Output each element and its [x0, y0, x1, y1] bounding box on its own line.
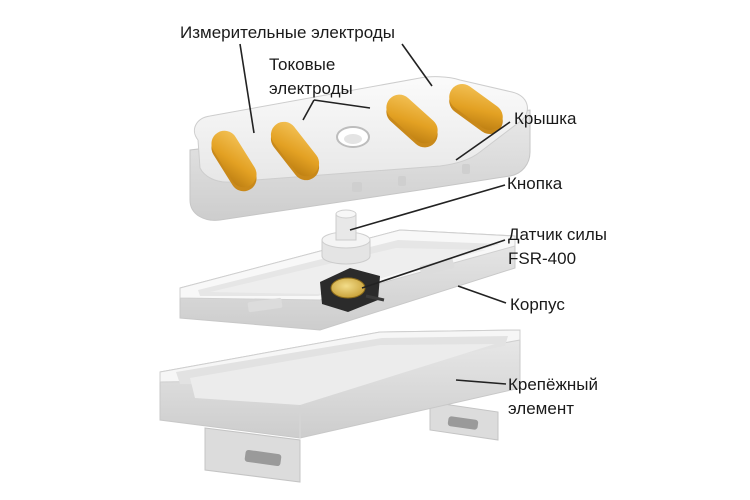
- measuring-electrode-right: [449, 84, 503, 134]
- label-measuring-electrodes: Измерительные электроды: [180, 23, 395, 42]
- current-electrode-left: [270, 121, 320, 181]
- leader-sensor: [361, 239, 506, 289]
- label-current-electrodes-line1: Токовые: [269, 55, 336, 74]
- label-force-sensor-line1: Датчик силы: [508, 225, 608, 244]
- label-cover: Крышка: [514, 109, 577, 128]
- leader-housing: [457, 285, 507, 304]
- leader-current-left: [302, 99, 315, 121]
- label-current-electrodes-line2: электроды: [269, 79, 353, 98]
- electrodes: [211, 84, 503, 192]
- label-mount-line1: Крепёжный: [508, 375, 598, 394]
- leader-cover: [455, 121, 511, 161]
- leader-mount: [455, 379, 507, 385]
- label-housing: Корпус: [510, 295, 565, 314]
- leader-button: [349, 184, 506, 231]
- leader-measuring-right: [401, 43, 433, 87]
- leader-lines: [239, 43, 511, 385]
- leader-measuring-left: [239, 43, 255, 134]
- measuring-electrode-left: [211, 130, 257, 192]
- current-electrode-right: [386, 94, 438, 148]
- leader-current-right: [313, 99, 371, 109]
- label-button: Кнопка: [507, 174, 563, 193]
- label-force-sensor-line2: FSR-400: [508, 249, 577, 268]
- label-mount-line2: элемент: [508, 399, 574, 418]
- button-plunger: [321, 209, 371, 265]
- cover: [189, 76, 531, 221]
- fsr-400-sensor: [320, 268, 385, 312]
- mounting-element: [159, 329, 521, 483]
